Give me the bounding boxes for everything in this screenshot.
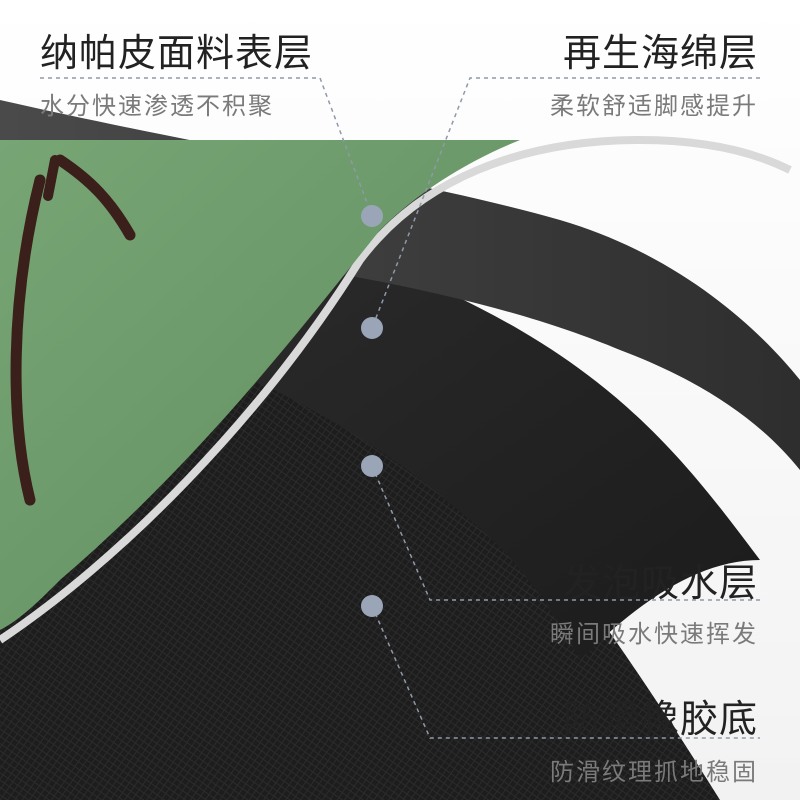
layer-3-title: 发泡吸水层 [562,561,758,605]
marker-dots [361,205,383,617]
leader-line-1 [40,77,373,217]
layer-1-title: 纳帕皮面料表层 [40,31,314,75]
brown-pattern-hook [54,154,136,241]
marker-dot-3 [361,455,383,477]
brown-pattern-arc [10,174,46,506]
layer-2-subtitle: 柔软舒适脚感提升 [550,92,758,120]
layer-3-subtitle: 瞬间吸水快速挥发 [550,620,758,648]
marker-dot-1 [361,205,383,227]
green-fabric-layer [0,140,520,630]
layer-1-subtitle: 水分快速渗透不积聚 [40,92,274,120]
marker-dot-2 [361,317,383,339]
layer-4-title: 防滑橡胶底 [562,697,758,741]
brown-pattern-small [43,155,60,201]
layer-4-subtitle: 防滑纹理抓地稳固 [550,758,758,786]
leader-lines [40,77,760,739]
leader-line-2 [371,77,760,329]
marker-dot-4 [361,595,383,617]
leader-line-3 [371,465,760,601]
layer-2-title: 再生海绵层 [562,31,758,75]
fabric-edge [0,135,792,644]
leader-line-4 [371,605,760,739]
